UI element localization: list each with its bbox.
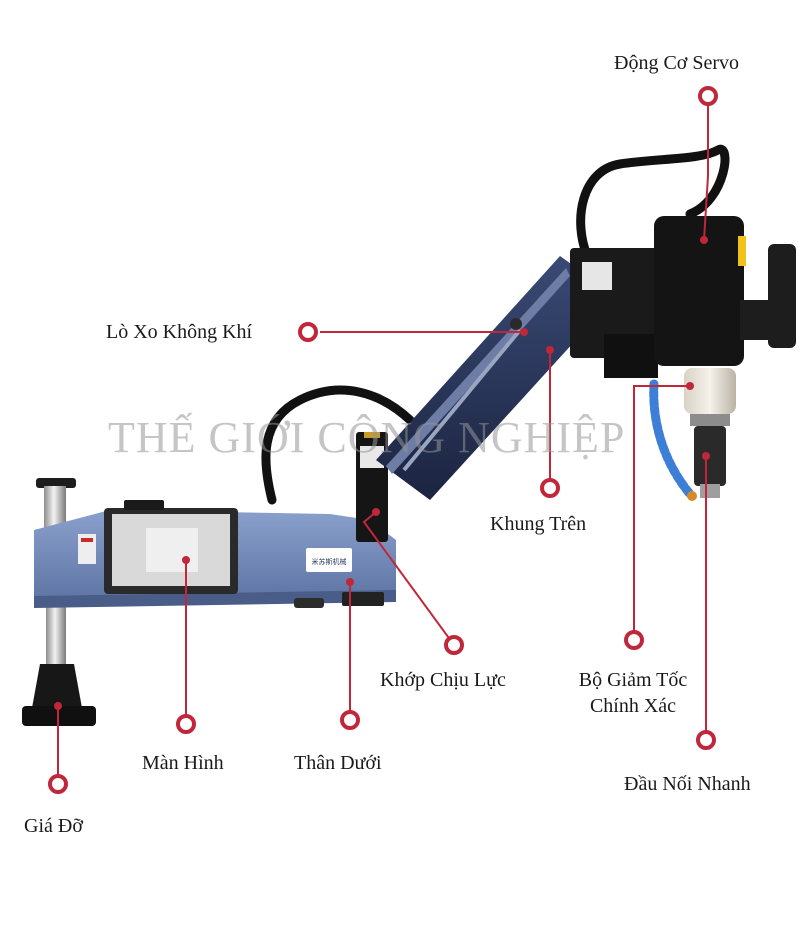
marker-lower-body bbox=[340, 578, 360, 730]
marker-quick-connector bbox=[696, 452, 716, 750]
label-reducer-line1: Bộ Giảm Tốc bbox=[578, 669, 688, 691]
cables bbox=[261, 144, 730, 505]
label-upper-frame: Khung Trên bbox=[490, 513, 587, 535]
label-reducer: Bộ Giảm Tốc Chính Xác bbox=[558, 667, 708, 719]
watermark: THẾ GIỚI CÔNG NGHIỆP bbox=[108, 413, 626, 462]
marker-screen bbox=[176, 556, 196, 734]
upper-frame bbox=[376, 256, 616, 500]
label-load-joint: Khớp Chịu Lực bbox=[380, 669, 506, 691]
marker-reducer bbox=[624, 382, 694, 650]
label-stand: Giá Đỡ bbox=[24, 815, 83, 837]
screen bbox=[104, 500, 238, 594]
marker-stand bbox=[48, 702, 68, 794]
label-servo-motor: Động Cơ Servo bbox=[614, 52, 740, 74]
marker-upper-frame bbox=[540, 346, 560, 498]
callout-lines bbox=[57, 96, 709, 784]
label-reducer-line2: Chính Xác bbox=[589, 695, 677, 717]
servo-motor bbox=[654, 216, 796, 366]
head-block bbox=[570, 248, 658, 378]
stand bbox=[22, 478, 96, 726]
label-lower-body: Thân Dưới bbox=[294, 752, 382, 774]
coolant-nozzle bbox=[649, 379, 697, 501]
marker-load-joint bbox=[372, 508, 464, 655]
marker-servo-motor bbox=[698, 86, 718, 244]
brand-badge: 米苏斯机械 bbox=[306, 548, 352, 572]
label-air-spring: Lò Xo Không Khí bbox=[106, 321, 253, 343]
callout-markers bbox=[48, 86, 718, 794]
svg-text:米苏斯机械: 米苏斯机械 bbox=[312, 557, 347, 566]
label-screen: Màn Hình bbox=[142, 752, 224, 774]
label-quick-connector: Đầu Nối Nhanh bbox=[624, 773, 751, 795]
marker-air-spring bbox=[298, 322, 528, 342]
